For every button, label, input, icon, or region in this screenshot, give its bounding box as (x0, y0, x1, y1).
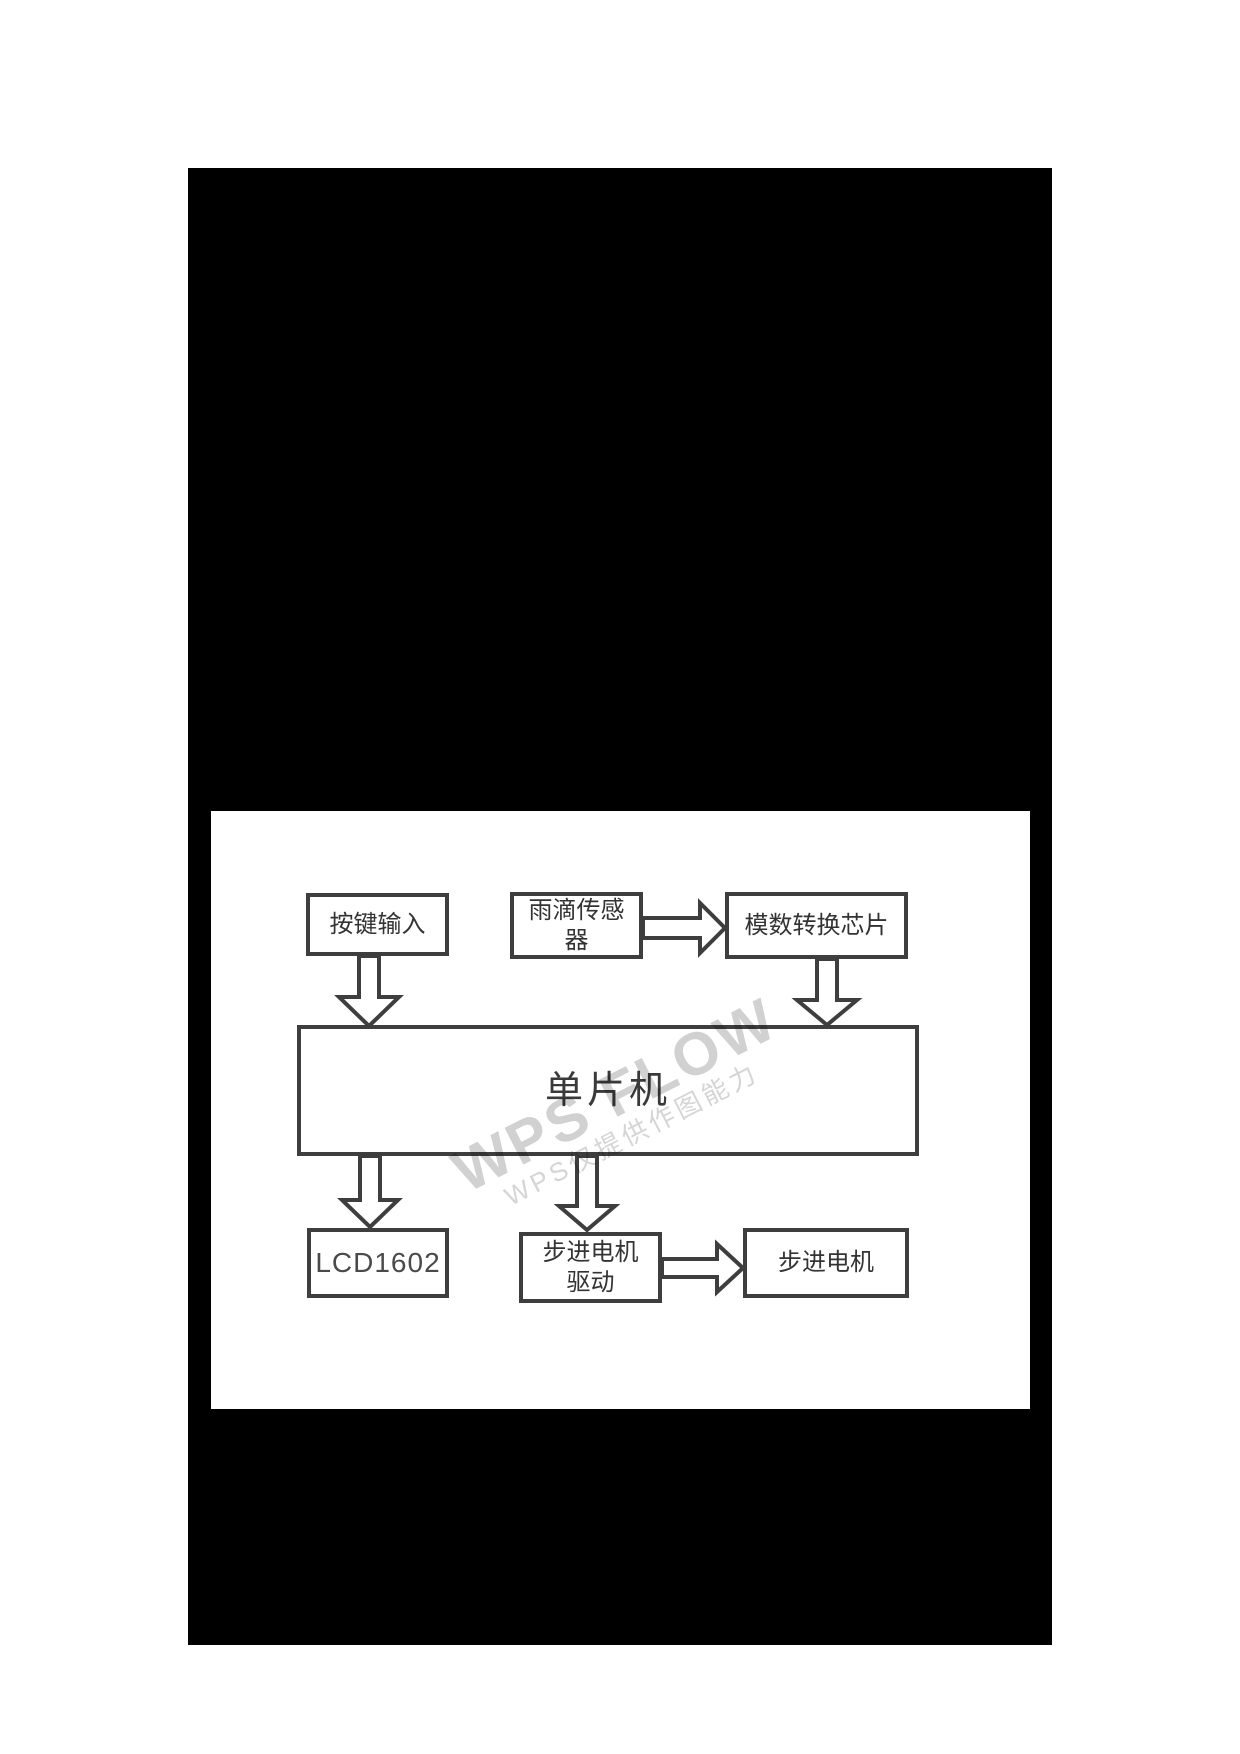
arrow-adc-to-mcu-icon (791, 957, 863, 1028)
box-adc-chip-label: 模数转换芯片 (744, 911, 889, 939)
arrow-key-to-mcu-icon (334, 954, 404, 1029)
box-rain-sensor-label-line1: 雨滴传感 (528, 896, 625, 924)
box-mcu: 单片机 (297, 1025, 919, 1156)
box-key-input-label: 按键输入 (329, 910, 426, 938)
box-stepper-motor: 步进电机 (743, 1228, 909, 1298)
block-diagram-figure: 按键输入 雨滴传感 器 模数转换芯片 单片机 LCD1602 步进电机 驱动 步… (211, 811, 1030, 1409)
scanned-document-page: 按键输入 雨滴传感 器 模数转换芯片 单片机 LCD1602 步进电机 驱动 步… (188, 168, 1052, 1645)
box-rain-sensor: 雨滴传感 器 (510, 892, 643, 959)
box-stepper-driver-label-line2: 驱动 (566, 1268, 615, 1296)
box-rain-sensor-label-line2: 器 (564, 926, 589, 954)
box-mcu-label: 单片机 (544, 1069, 671, 1112)
box-stepper-motor-label: 步进电机 (778, 1249, 874, 1276)
arrow-driver-to-motor-icon (660, 1239, 746, 1297)
arrow-rain-to-adc-icon (641, 898, 728, 958)
box-lcd1602: LCD1602 (307, 1228, 449, 1298)
box-lcd1602-label: LCD1602 (315, 1247, 441, 1278)
box-stepper-driver-label-line1: 步进电机 (542, 1238, 639, 1266)
box-key-input: 按键输入 (306, 893, 449, 956)
box-stepper-driver: 步进电机 驱动 (519, 1232, 662, 1303)
arrow-mcu-to-driver-icon (553, 1154, 621, 1233)
arrow-mcu-to-lcd-icon (337, 1154, 403, 1230)
connector-arrows (334, 898, 863, 1297)
